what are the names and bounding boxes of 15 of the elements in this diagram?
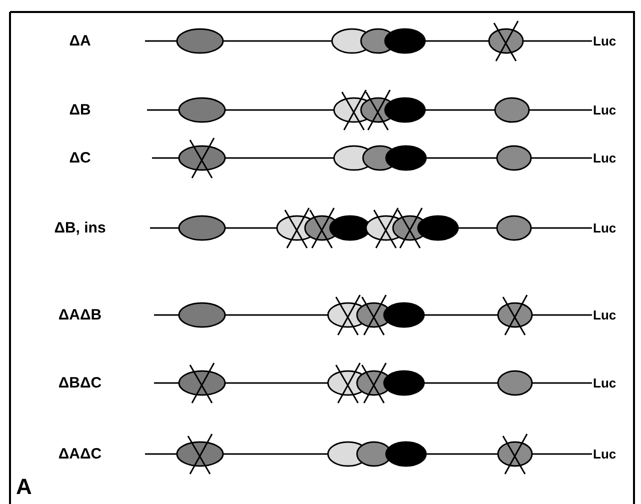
panel-letter: A bbox=[16, 476, 32, 498]
construct-label: ΔC bbox=[69, 150, 91, 166]
reporter-label: Luc bbox=[593, 308, 616, 322]
construct-label: ΔBΔC bbox=[58, 376, 102, 390]
construct-label: ΔB, ins bbox=[54, 220, 106, 236]
construct-label: ΔAΔC bbox=[58, 446, 102, 462]
reporter-label: Luc bbox=[593, 448, 616, 460]
reporter-label: Luc bbox=[593, 104, 616, 116]
construct-label: ΔB bbox=[69, 102, 91, 118]
reporter-label: Luc bbox=[593, 222, 616, 234]
reporter-label: Luc bbox=[593, 34, 616, 48]
reporter-label: Luc bbox=[593, 152, 616, 164]
construct-label: ΔAΔB bbox=[58, 308, 102, 322]
construct-label: ΔA bbox=[69, 34, 91, 48]
reporter-label: Luc bbox=[593, 376, 616, 390]
